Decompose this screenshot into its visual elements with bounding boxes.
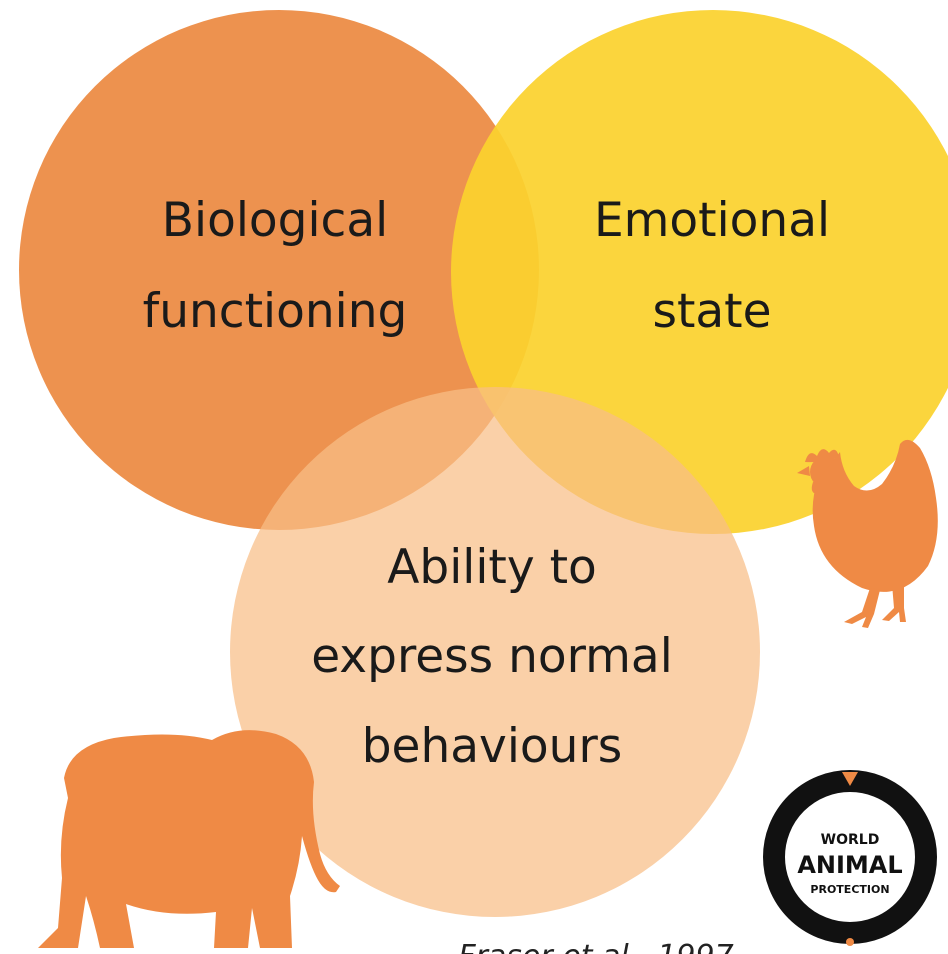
emotional-label-line-1: Emotional [594,193,830,248]
biological-label-line-1: Biological [162,193,388,248]
behaviour-circle [230,387,760,917]
behaviour-label-line-2: express normal [311,629,673,684]
emotional-label-line-2: state [652,284,771,339]
emotional-label: Emotional state [594,193,830,339]
logo-line-3: PROTECTION [810,883,889,896]
biological-label-line-2: functioning [143,284,408,339]
behaviour-label: Ability to express normal behaviours [311,540,673,774]
logo-accent-triangle [842,772,858,786]
biological-circle [19,10,539,530]
world-animal-protection-logo: WORLD ANIMAL PROTECTION [763,770,937,946]
behaviour-label-line-3: behaviours [362,719,623,774]
logo-line-2: ANIMAL [797,851,902,879]
elephant-icon [38,730,340,948]
logo-accent-dot [846,938,854,946]
citation: Fraser et al., 1997 [458,939,733,954]
logo-line-1: WORLD [821,832,880,848]
chicken-icon [797,439,938,628]
biological-label: Biological functioning [143,193,408,339]
behaviour-label-line-1: Ability to [387,540,597,595]
